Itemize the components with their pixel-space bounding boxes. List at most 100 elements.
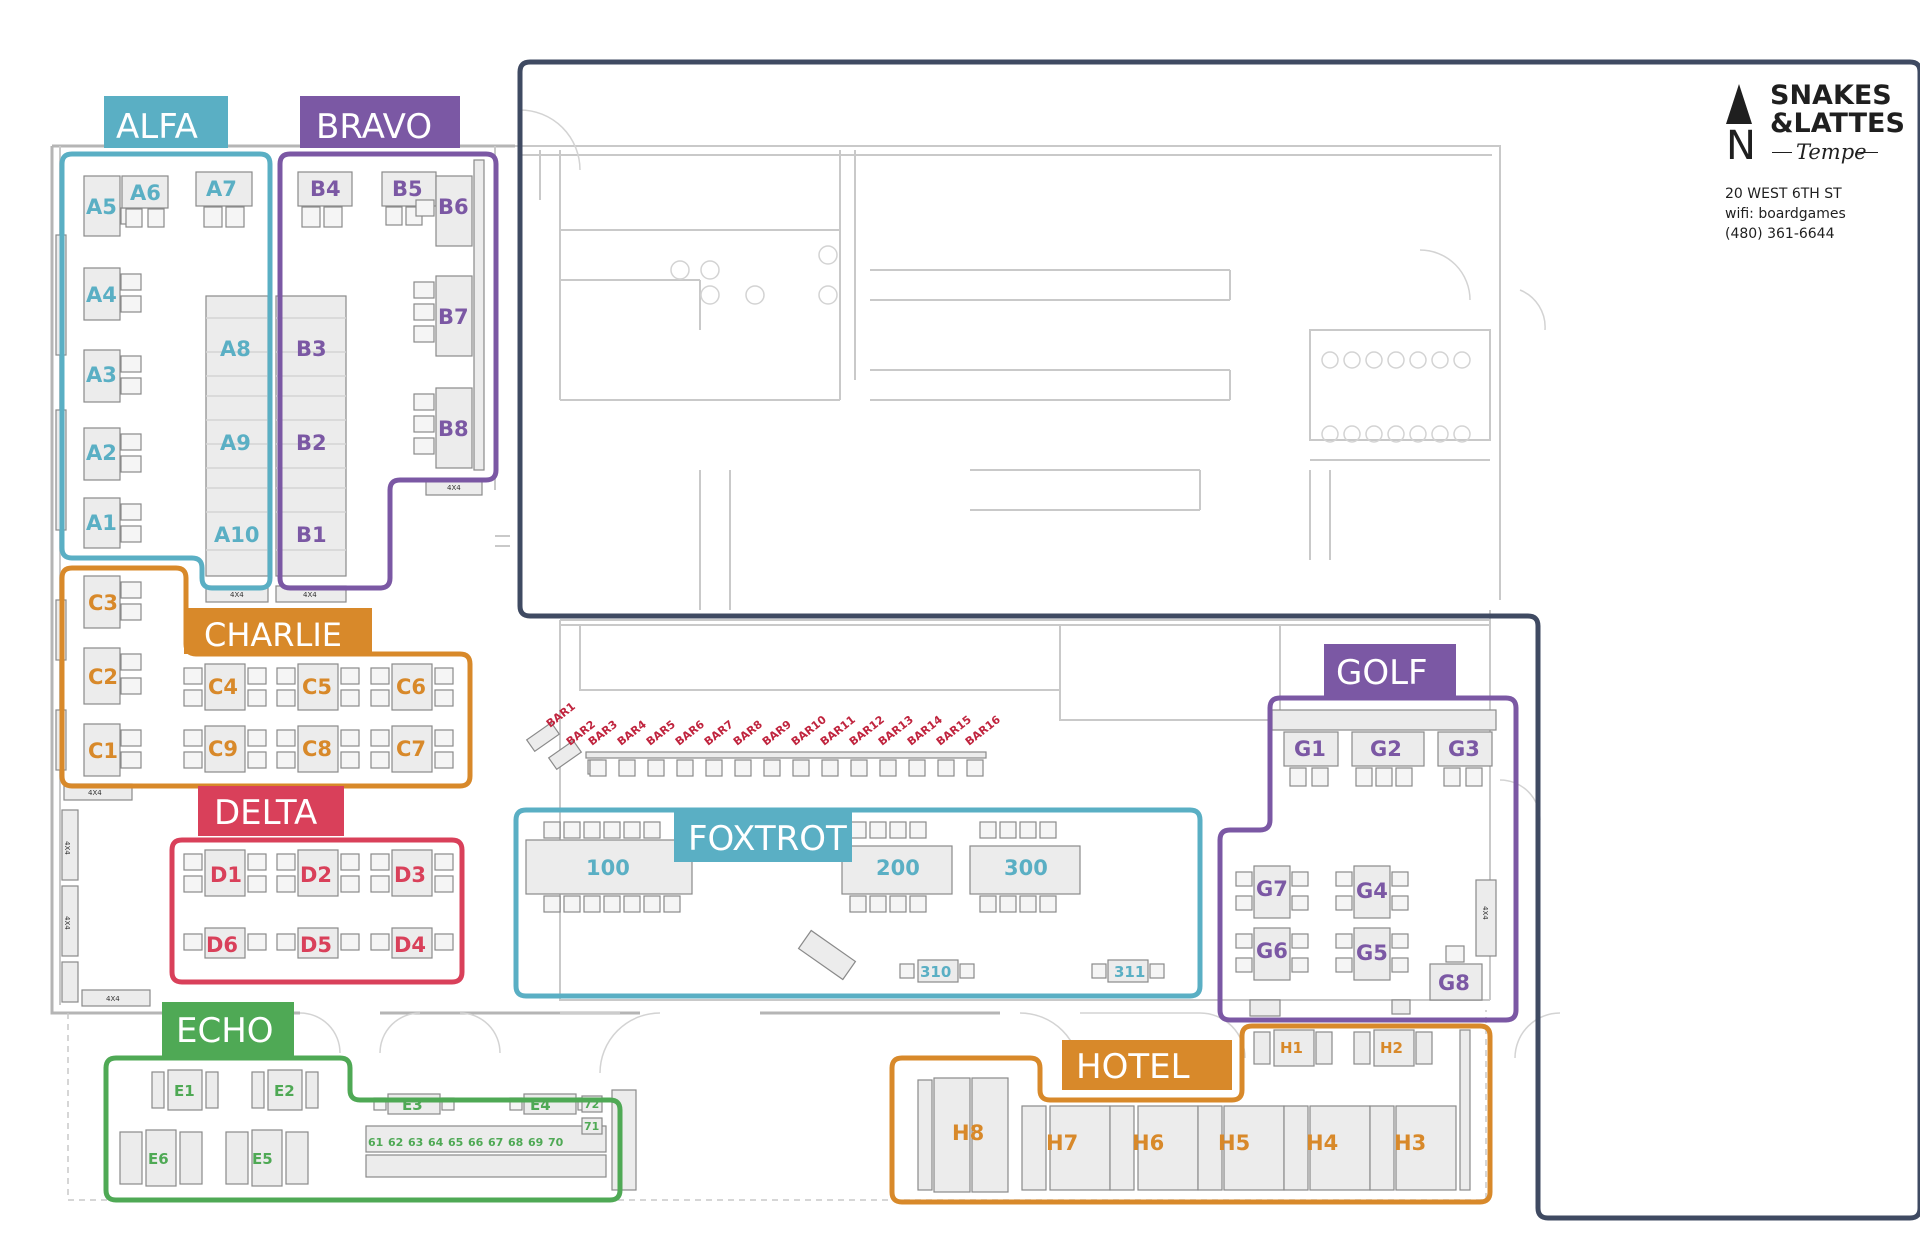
table-label[interactable]: C9 [208, 737, 238, 761]
zone-label-bravo: BRAVO [316, 107, 432, 147]
table-label[interactable]: 310 [920, 963, 951, 981]
bar-seat-label[interactable]: 62 [388, 1136, 403, 1149]
table-label[interactable]: D4 [394, 933, 426, 957]
svg-text:4X4: 4X4 [88, 789, 102, 797]
bar-seat-label[interactable]: BAR5 [644, 718, 678, 749]
table-label[interactable]: E1 [174, 1082, 195, 1100]
zone-outline-hotel [889, 1023, 1493, 1205]
bar-stool [734, 759, 752, 777]
bar-stool [589, 759, 607, 777]
table-label[interactable]: 100 [586, 856, 630, 880]
bar-seat-label[interactable]: BAR9 [760, 718, 794, 749]
table-label[interactable]: B1 [296, 523, 327, 547]
bar-seat-label[interactable]: 70 [548, 1136, 564, 1149]
table-label[interactable]: 200 [876, 856, 920, 880]
bar-stool [676, 759, 694, 777]
svg-text:4X4: 4X4 [106, 995, 120, 1003]
zone-outline-foxtrot [513, 807, 1203, 999]
table-label[interactable]: A9 [220, 431, 251, 455]
table-label[interactable]: C1 [88, 739, 118, 763]
bar-seat-label[interactable]: 64 [428, 1136, 444, 1149]
table-label[interactable]: E3 [402, 1096, 423, 1114]
table-label[interactable]: A6 [130, 181, 161, 205]
north-arrow-icon [1726, 84, 1752, 124]
zone-label-hotel: HOTEL [1076, 1047, 1190, 1087]
table-label[interactable]: C3 [88, 591, 118, 615]
table-label[interactable]: C7 [396, 737, 426, 761]
table-label[interactable]: D2 [300, 863, 332, 887]
table-label[interactable]: C8 [302, 737, 332, 761]
zone-outline-alfa [59, 151, 273, 591]
bar-seat-label[interactable]: 72 [584, 1098, 599, 1111]
table-label[interactable]: E2 [274, 1082, 295, 1100]
table-label[interactable]: H5 [1218, 1131, 1250, 1155]
table-label[interactable]: G4 [1356, 879, 1388, 903]
table-label[interactable]: C6 [396, 675, 426, 699]
location-info: 20 WEST 6TH ST wifi: boardgames (480) 36… [1725, 184, 1846, 244]
table-label[interactable]: G2 [1370, 737, 1402, 761]
brand-logo: N SNAKES &LATTES Tempe [1726, 80, 1905, 170]
bar-seat-label[interactable]: BAR7 [702, 718, 736, 749]
bar-seat-label[interactable]: 66 [468, 1136, 484, 1149]
bar-seat-label[interactable]: BAR8 [731, 718, 765, 749]
table-label[interactable]: G1 [1294, 737, 1326, 761]
table-label[interactable]: H4 [1306, 1131, 1338, 1155]
table-label[interactable]: A7 [206, 177, 237, 201]
address-text: 20 WEST 6TH ST [1725, 186, 1842, 202]
table-label[interactable]: A2 [86, 441, 117, 465]
table-label[interactable]: C4 [208, 675, 238, 699]
bar-stool [705, 759, 723, 777]
bar-seat-label[interactable]: 61 [368, 1136, 383, 1149]
bar-seat-label[interactable]: 65 [448, 1136, 463, 1149]
bar-seat-label[interactable]: BAR4 [615, 718, 649, 749]
table-label[interactable]: H2 [1380, 1039, 1403, 1057]
bar-seat-label[interactable]: 67 [488, 1136, 503, 1149]
table-label[interactable]: 311 [1114, 963, 1145, 981]
table-label[interactable]: 300 [1004, 856, 1048, 880]
table-label[interactable]: D1 [210, 863, 242, 887]
table-label[interactable]: E6 [148, 1150, 169, 1168]
table-label[interactable]: B7 [438, 305, 469, 329]
table-label[interactable]: G6 [1256, 939, 1288, 963]
table-label[interactable]: H7 [1046, 1131, 1078, 1155]
north-indicator: N [1726, 123, 1756, 169]
table-label[interactable]: B4 [310, 177, 341, 201]
table-label[interactable]: D3 [394, 863, 426, 887]
table-label[interactable]: A3 [86, 363, 117, 387]
table-label[interactable]: G3 [1448, 737, 1480, 761]
table-label[interactable]: C2 [88, 665, 118, 689]
table-label[interactable]: G8 [1438, 971, 1470, 995]
table-label[interactable]: A10 [214, 523, 259, 547]
table-label[interactable]: E5 [252, 1150, 273, 1168]
table-label[interactable]: A5 [86, 195, 117, 219]
bar-seat-label[interactable]: BAR6 [673, 718, 707, 749]
bar-seat-label[interactable]: 63 [408, 1136, 423, 1149]
table-label[interactable]: B8 [438, 417, 469, 441]
bar-seat-label[interactable]: 69 [528, 1136, 543, 1149]
table-label[interactable]: B3 [296, 337, 327, 361]
zone-label-alfa: ALFA [116, 107, 198, 147]
svg-text:4X4: 4X4 [230, 591, 244, 599]
table-label[interactable]: B2 [296, 431, 327, 455]
zone-outline-charlie [59, 565, 473, 789]
bar-seat-label[interactable]: 68 [508, 1136, 523, 1149]
table-label[interactable]: A4 [86, 283, 117, 307]
zone-label-foxtrot: FOXTROT [688, 819, 847, 859]
table-label[interactable]: B5 [392, 177, 423, 201]
table-label[interactable]: H3 [1394, 1131, 1426, 1155]
table-label[interactable]: G5 [1356, 941, 1388, 965]
table-label[interactable]: H8 [952, 1121, 984, 1145]
table-label[interactable]: A1 [86, 511, 117, 535]
zone-label-delta: DELTA [214, 793, 317, 833]
table-label[interactable]: C5 [302, 675, 332, 699]
bar-seat-label[interactable]: 71 [584, 1120, 599, 1133]
table-label[interactable]: H1 [1280, 1039, 1303, 1057]
table-label[interactable]: A8 [220, 337, 251, 361]
zone-outline-delta [169, 837, 465, 985]
table-label[interactable]: B6 [438, 195, 469, 219]
table-label[interactable]: H6 [1132, 1131, 1164, 1155]
table-label[interactable]: D5 [300, 933, 332, 957]
table-label[interactable]: D6 [206, 933, 238, 957]
table-label[interactable]: G7 [1256, 877, 1288, 901]
table-label[interactable]: E4 [530, 1096, 551, 1114]
